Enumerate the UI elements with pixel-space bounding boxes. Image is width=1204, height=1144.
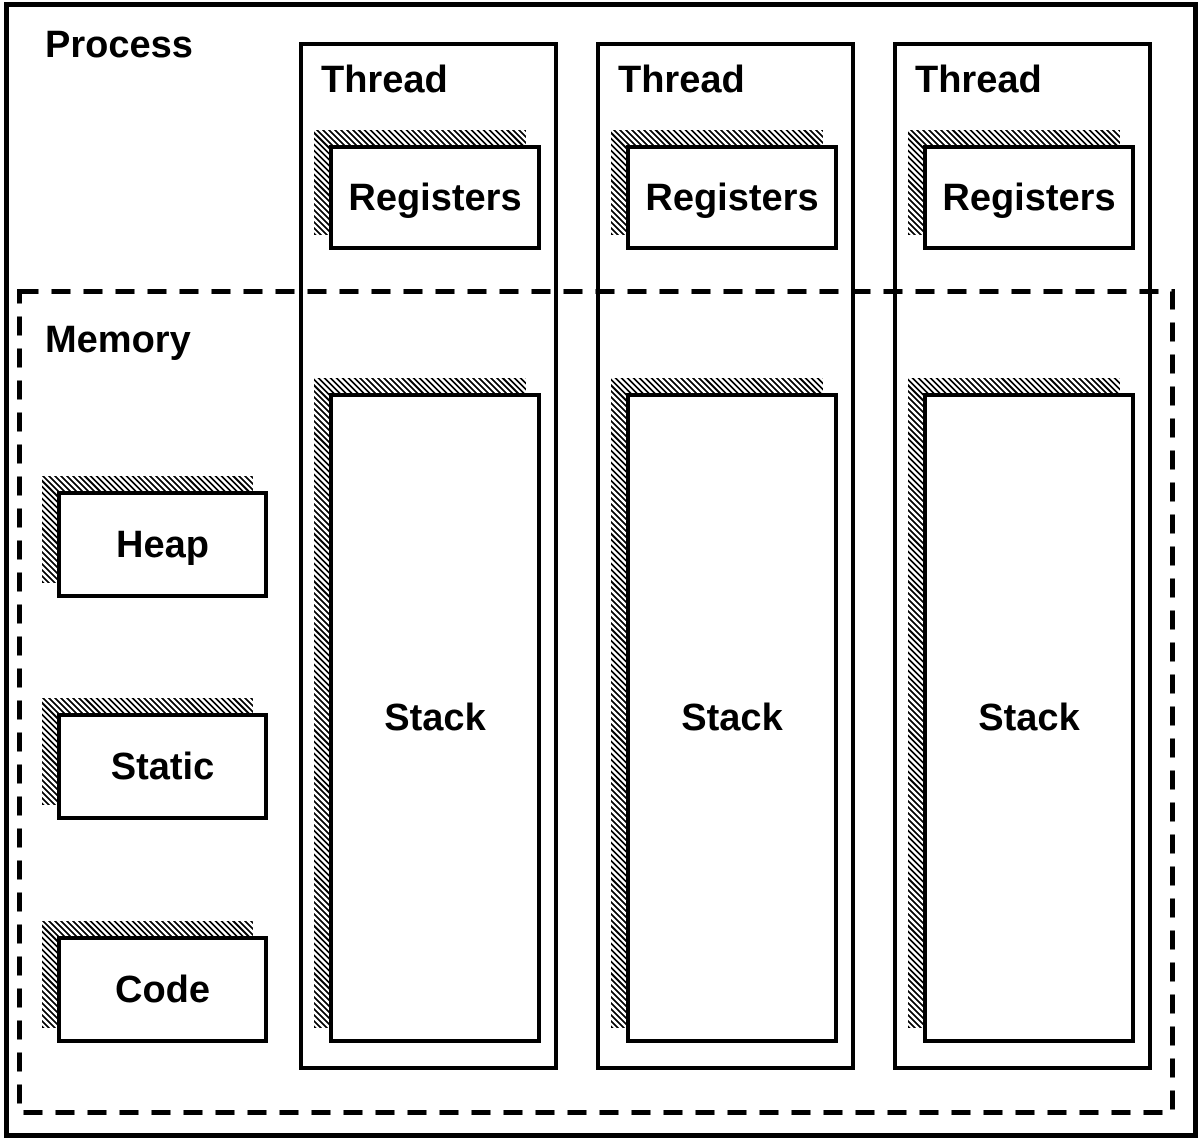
stack-box-3: Stack: [908, 378, 1135, 1043]
code-label: Code: [115, 968, 210, 1011]
static-box: Static: [42, 698, 268, 820]
registers-box-3: Registers: [908, 130, 1135, 250]
heap-box: Heap: [42, 476, 268, 598]
thread-label: Thread: [321, 59, 448, 101]
process-box: [4, 2, 1198, 1138]
registers-label: Registers: [348, 176, 522, 219]
memory-label: Memory: [45, 319, 191, 361]
stack-label: Stack: [384, 697, 486, 739]
thread-label: Thread: [618, 59, 745, 101]
stack-label: Stack: [978, 697, 1080, 739]
stack-label: Stack: [681, 697, 783, 739]
code-box: Code: [42, 921, 268, 1043]
registers-box-2: Registers: [611, 130, 838, 250]
registers-box-1: Registers: [314, 130, 541, 250]
stack-box-1: Stack: [314, 378, 541, 1043]
registers-label: Registers: [942, 176, 1116, 219]
thread-label: Thread: [915, 59, 1042, 101]
registers-label: Registers: [645, 176, 819, 219]
stack-box-2: Stack: [611, 378, 838, 1043]
heap-label: Heap: [116, 523, 209, 566]
process-label: Process: [45, 24, 193, 66]
static-label: Static: [110, 745, 215, 788]
